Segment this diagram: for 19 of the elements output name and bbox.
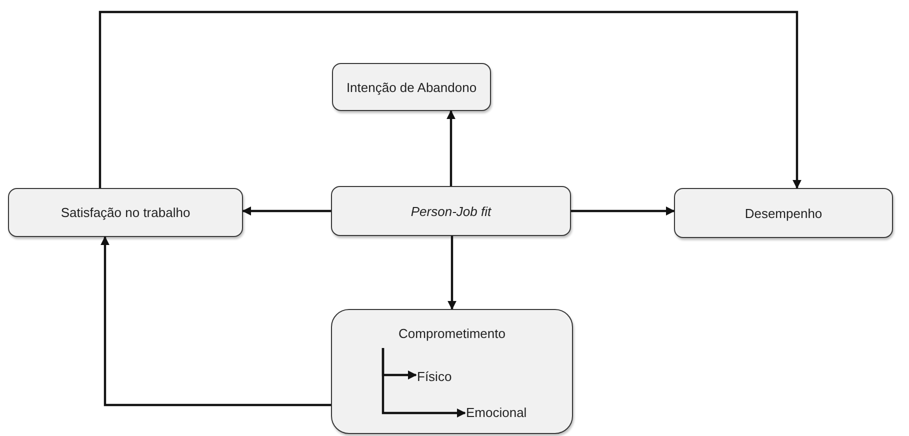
process-box bbox=[674, 188, 893, 238]
box-label: Person-Job fit bbox=[410, 204, 492, 218]
box-label: Comprometimento bbox=[398, 326, 506, 341]
box-label: Satisfação no trabalho bbox=[60, 205, 190, 220]
arrow bbox=[448, 236, 456, 310]
arrow bbox=[98, 10, 802, 189]
arrow bbox=[446, 110, 456, 186]
box-label: Desempenho bbox=[744, 206, 822, 220]
arrow bbox=[382, 348, 466, 418]
branch-label: Emocional bbox=[466, 401, 546, 423]
arrow bbox=[242, 206, 331, 216]
arrow bbox=[100, 236, 331, 406]
process-box bbox=[331, 186, 571, 236]
process-box bbox=[332, 63, 491, 111]
branch-label: Físico bbox=[417, 365, 459, 387]
box-label: Intenção de Abandono bbox=[346, 80, 477, 94]
process-box bbox=[331, 309, 573, 434]
arrow bbox=[571, 206, 675, 216]
process-box bbox=[8, 188, 243, 237]
